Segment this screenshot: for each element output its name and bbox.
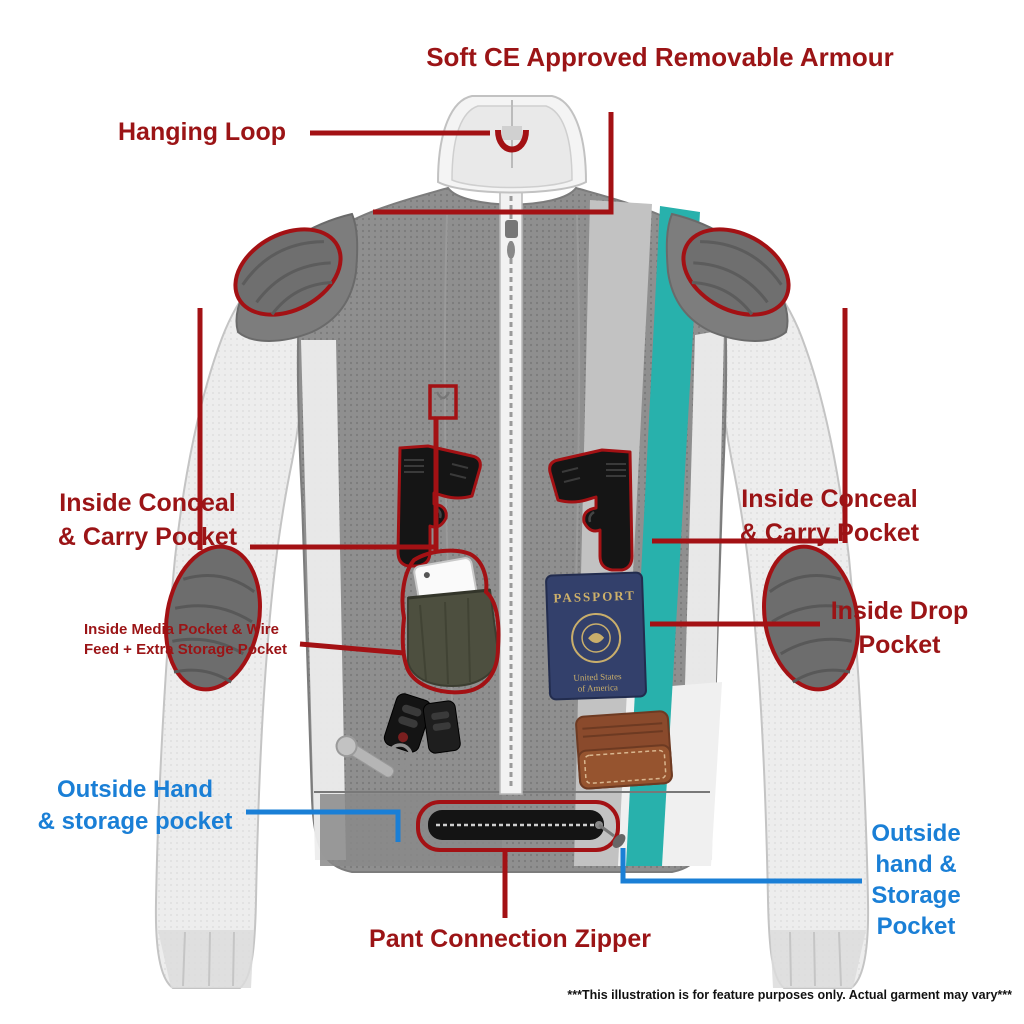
callout-lines: [197, 112, 862, 918]
inside-drop-label: Inside Drop Pocket: [812, 594, 987, 662]
label-line: Inside Conceal: [59, 489, 236, 517]
label-line: Storage: [871, 882, 961, 909]
pant-connection-zipper-icon: [416, 800, 626, 852]
label-line: Inside Media Pocket & Wire: [84, 621, 279, 638]
media-pocket-callout-line: [299, 641, 405, 656]
label-line: Outside Hand: [56, 776, 213, 803]
label-line: & Carry Pocket: [57, 523, 238, 551]
outside-right-callout-line: [620, 848, 862, 884]
right-shoulder-armour: [665, 212, 791, 342]
right-cuff: [770, 930, 866, 988]
label-line: Pocket: [858, 631, 941, 659]
car-keys-icon: [335, 693, 461, 778]
label-line: Pocket: [876, 913, 956, 940]
passport-icon: PASSPORT United States of America: [545, 571, 647, 701]
passport-subtitle-2: of America: [578, 682, 619, 693]
left-elbow-armour: [164, 544, 262, 692]
label-line: & storage pocket: [37, 808, 233, 835]
left-side-panel: [301, 340, 346, 860]
label-line: Inside Conceal: [741, 485, 918, 513]
label-line: & Carry Pocket: [739, 519, 920, 547]
label-line: hand &: [875, 851, 957, 878]
inside-conceal-right-label: Inside Conceal & Carry Pocket: [722, 482, 937, 550]
media-pouch-group: [400, 548, 501, 695]
passport-subtitle-1: United States: [573, 671, 622, 683]
inside-conceal-left-label: Inside Conceal & Carry Pocket: [40, 486, 255, 554]
left-shoulder-armour: [233, 212, 359, 342]
armour-label: Soft CE Approved Removable Armour: [426, 42, 894, 72]
shoulder-armour-pad: [233, 227, 343, 317]
collar: [436, 95, 588, 194]
label-line: Outside: [871, 820, 961, 847]
inside-media-label: Inside Media Pocket & Wire Feed + Extra …: [84, 620, 287, 660]
armour-callout-line: [373, 112, 614, 215]
hanging-loop-icon: [495, 129, 529, 153]
label-line: Feed + Extra Storage Pocket: [84, 641, 287, 658]
label-line: Inside Drop: [830, 597, 969, 625]
shoulder-armour-pad: [681, 227, 791, 317]
teal-stripe: [626, 206, 700, 866]
disclaimer-footer: ***This illustration is for feature purp…: [567, 988, 1012, 1002]
outside-right-label: Outside hand & Storage Pocket: [856, 818, 976, 942]
main-zipper: [499, 189, 523, 795]
outside-left-label: Outside Hand & storage pocket: [24, 774, 246, 838]
wire-feed-loop-outline: [428, 384, 458, 420]
media-pouch-icon: [407, 588, 500, 688]
outside-left-callout-line: [246, 809, 401, 842]
left-cuff: [158, 930, 254, 988]
passport-title: PASSPORT: [553, 588, 636, 606]
pant-zipper-label: Pant Connection Zipper: [369, 925, 651, 953]
wallet-icon: [575, 710, 673, 790]
media-pocket-outline: [400, 548, 501, 695]
pistol-right-icon: [548, 448, 634, 572]
hanging-loop-label: Hanging Loop: [118, 118, 287, 146]
